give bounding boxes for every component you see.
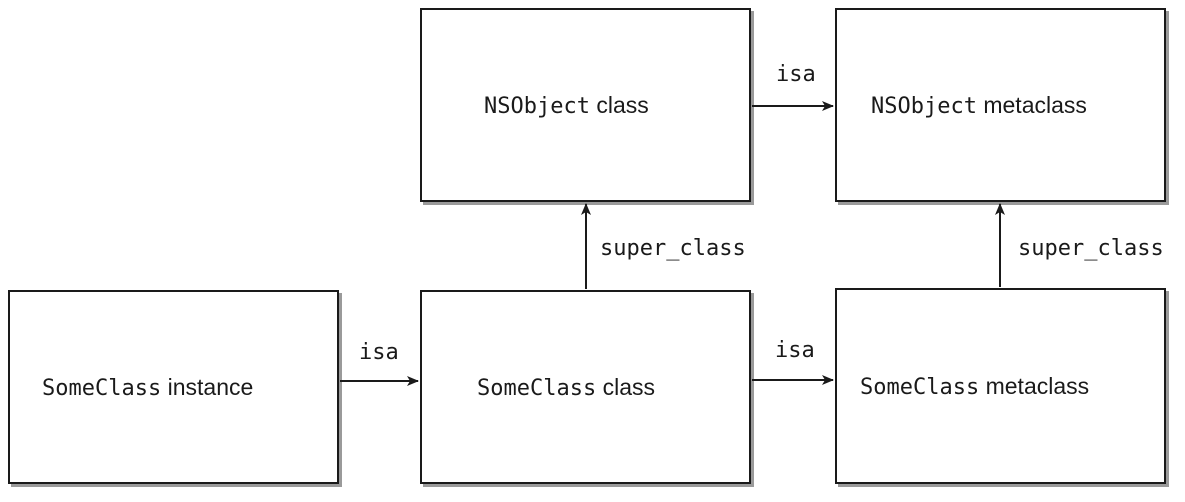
super-class-label-metaclass: super_class bbox=[1018, 236, 1164, 261]
nsobject-metaclass-code: NSObject bbox=[871, 93, 977, 119]
someclass-instance-code: SomeClass bbox=[42, 375, 162, 401]
someclass-class-code: SomeClass bbox=[477, 375, 597, 401]
nsobject-class-box: NSObject class bbox=[420, 8, 751, 202]
someclass-class-text: class bbox=[596, 373, 656, 400]
isa-label-instance-to-class: isa bbox=[359, 340, 399, 365]
nsobject-metaclass-text: metaclass bbox=[976, 91, 1087, 118]
nsobject-metaclass-label: NSObject metaclass bbox=[871, 92, 1087, 119]
someclass-class-box: SomeClass class bbox=[420, 290, 751, 484]
someclass-metaclass-text: metaclass bbox=[979, 372, 1090, 399]
someclass-instance-label: SomeClass instance bbox=[42, 374, 253, 401]
someclass-metaclass-code: SomeClass bbox=[860, 374, 980, 400]
someclass-class-label: SomeClass class bbox=[477, 374, 655, 401]
nsobject-class-label: NSObject class bbox=[484, 92, 649, 119]
isa-label-nsclass-to-nsmetaclass: isa bbox=[776, 62, 816, 87]
nsobject-class-code: NSObject bbox=[484, 93, 590, 119]
someclass-metaclass-label: SomeClass metaclass bbox=[860, 373, 1089, 400]
super-class-label-class: super_class bbox=[600, 236, 746, 261]
nsobject-metaclass-box: NSObject metaclass bbox=[835, 8, 1166, 202]
isa-label-class-to-metaclass: isa bbox=[775, 338, 815, 363]
nsobject-class-text: class bbox=[589, 91, 649, 118]
someclass-metaclass-box: SomeClass metaclass bbox=[835, 288, 1166, 484]
someclass-instance-box: SomeClass instance bbox=[8, 290, 339, 484]
someclass-instance-text: instance bbox=[161, 373, 254, 400]
